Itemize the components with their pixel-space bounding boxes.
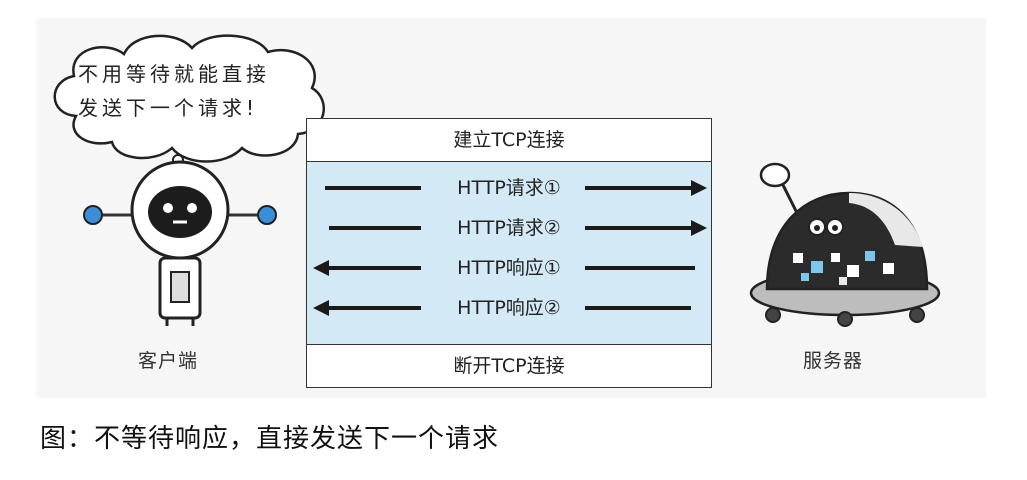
- message-label: HTTP请求①: [457, 177, 561, 199]
- message-row: HTTP响应①: [307, 248, 711, 288]
- message-label: HTTP响应②: [457, 297, 561, 319]
- open-connection-label: 建立TCP连接: [307, 119, 711, 162]
- right-arrow-icon: [329, 220, 707, 236]
- speech-bubble-line-1: 不用等待就能直接: [78, 62, 270, 86]
- left-arrow-icon: [313, 300, 691, 316]
- message-row: HTTP响应②: [307, 288, 711, 328]
- message-label: HTTP响应①: [457, 257, 561, 279]
- pipelined-messages-area: HTTP请求① HTTP请求② HTTP响应① HTTP响: [307, 162, 711, 344]
- client-label: 客户端: [138, 350, 199, 372]
- left-arrow-icon: [313, 260, 695, 276]
- message-row: HTTP请求①: [307, 168, 711, 208]
- message-row: HTTP请求②: [307, 208, 711, 248]
- client-robot-icon: [83, 160, 277, 326]
- message-label: HTTP请求②: [457, 217, 561, 239]
- right-arrow-icon: [325, 180, 707, 196]
- tcp-connection-diagram: 建立TCP连接 HTTP请求① HTTP请求② HTTP响应①: [306, 118, 712, 388]
- figure-caption: 图：不等待响应，直接发送下一个请求: [40, 424, 500, 454]
- server-robot-icon: [749, 162, 941, 327]
- speech-bubble-line-2: 发送下一个请求!: [78, 96, 259, 120]
- close-connection-label: 断开TCP连接: [307, 344, 711, 387]
- server-label: 服务器: [803, 350, 864, 372]
